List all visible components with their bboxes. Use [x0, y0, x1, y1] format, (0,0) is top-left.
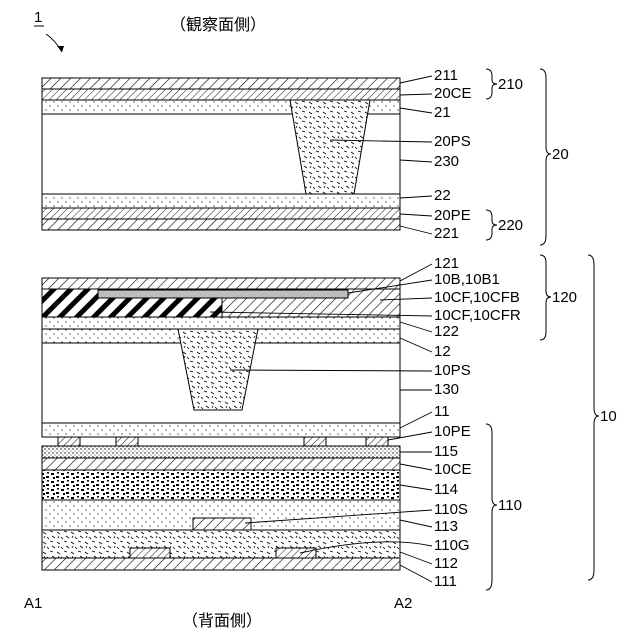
label-20pe: 20PE — [434, 207, 471, 224]
group-label-120: 120 — [552, 289, 577, 306]
group-label-210: 210 — [498, 76, 523, 93]
label-10ce: 10CE — [434, 461, 472, 478]
layer-114 — [42, 470, 400, 500]
label-22: 22 — [434, 187, 451, 204]
label-111: 111 — [434, 573, 457, 590]
layer-221 — [42, 219, 400, 230]
pixel-electrode-10pe — [58, 437, 80, 446]
label-211: 211 — [434, 67, 458, 84]
gate-110g — [130, 548, 170, 558]
label-110s: 110S — [434, 501, 468, 518]
label-10cfb: 10CF,10CFB — [434, 289, 520, 306]
label-10ps: 10PS — [434, 362, 471, 379]
label-12: 12 — [434, 343, 451, 360]
label-20ps: 20PS — [434, 133, 471, 150]
layer-20ce — [42, 89, 400, 100]
label-110g: 110G — [434, 537, 470, 554]
group-label-220: 220 — [498, 217, 523, 234]
group-label-110: 110 — [498, 497, 522, 514]
top-caption: （観察面側） — [170, 15, 266, 34]
label-115: 115 — [434, 443, 458, 460]
layer-22 — [42, 194, 400, 208]
layer-111 — [42, 558, 400, 570]
label-114: 114 — [434, 481, 458, 498]
pixel-electrode-10pe — [116, 437, 138, 446]
label-11: 11 — [434, 403, 450, 420]
group-label-20: 20 — [552, 146, 569, 163]
bottom-caption: （背面側） — [182, 611, 262, 630]
label-112: 112 — [434, 555, 458, 572]
layer-122 — [42, 317, 400, 329]
label-230: 230 — [434, 153, 459, 170]
corner-label-a1: A1 — [24, 595, 42, 612]
figure-number: 1 — [34, 9, 42, 26]
gate-110g — [276, 548, 316, 558]
label-20ce: 20CE — [434, 85, 472, 102]
black-matrix-10b — [98, 290, 348, 298]
label-122: 122 — [434, 323, 459, 340]
substrate-20 — [42, 78, 400, 230]
layer-11 — [42, 423, 400, 437]
pixel-electrode-10pe — [304, 437, 326, 446]
label-10b: 10B,10B1 — [434, 271, 500, 288]
label-221: 221 — [434, 225, 459, 242]
layer-211 — [42, 78, 400, 89]
label-10cfr: 10CF,10CFR — [434, 307, 521, 324]
label-21: 21 — [434, 104, 451, 121]
substrate-10 — [42, 278, 400, 570]
layer-112 — [42, 530, 400, 558]
layer-115 — [42, 446, 400, 458]
pixel-electrode-10pe — [366, 437, 388, 446]
label-10pe: 10PE — [434, 423, 471, 440]
corner-label-a2: A2 — [394, 595, 412, 612]
layer-20pe — [42, 208, 400, 219]
layer-121 — [42, 278, 400, 289]
layer-10ce — [42, 458, 400, 470]
label-121: 121 — [434, 255, 459, 272]
group-label-10: 10 — [600, 408, 617, 425]
figure-arrow — [46, 34, 62, 52]
label-113: 113 — [434, 518, 458, 535]
semiconductor-110s — [193, 518, 251, 530]
label-130: 130 — [434, 381, 459, 398]
